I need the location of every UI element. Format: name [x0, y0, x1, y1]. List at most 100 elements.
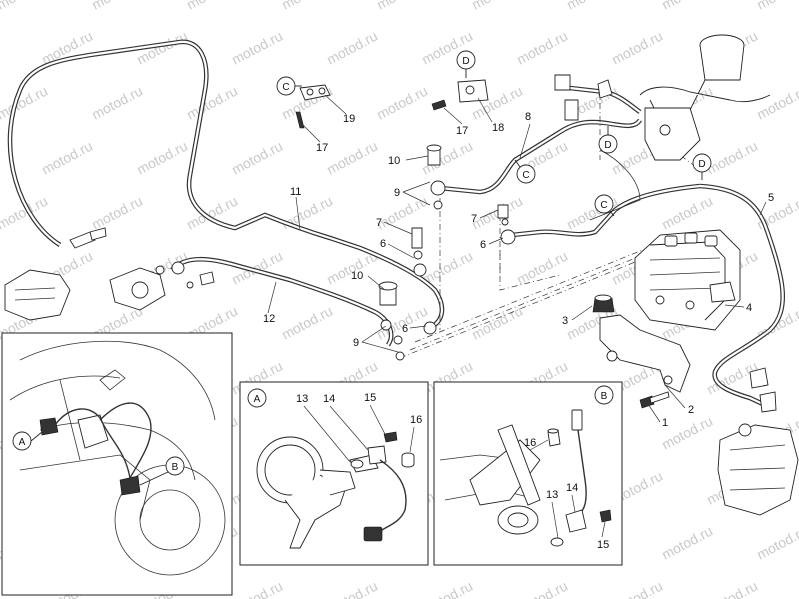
watermark-text: motod.ru [374, 0, 430, 13]
inset-rear-wheel-sensor [433, 381, 623, 566]
watermark-text: motod.ru [279, 193, 335, 233]
callout-9b: 9 [353, 337, 359, 349]
watermark-text: motod.ru [514, 578, 570, 599]
svg-text:D: D [462, 56, 469, 67]
callout-7a: 7 [376, 217, 382, 229]
bolt-1 [639, 391, 670, 409]
watermark-text: motod.ru [279, 303, 335, 343]
callout-10b: 10 [351, 270, 363, 282]
inset-bike-overview [1, 332, 233, 596]
callout-13a: 13 [296, 393, 308, 405]
callout-5: 5 [768, 192, 774, 204]
abs-modulator [634, 229, 741, 331]
marker-c-top: C [276, 76, 302, 96]
callout-10a: 10 [388, 155, 400, 167]
fittings [378, 74, 613, 361]
callout-6a: 6 [380, 238, 386, 250]
marker-a-bike: A [12, 431, 43, 451]
abs-bracket [592, 294, 691, 393]
watermark-text: motod.ru [469, 303, 525, 343]
watermark-text: motod.ru [704, 138, 760, 178]
watermark-text: motod.ru [229, 28, 285, 68]
svg-text:B: B [601, 391, 608, 402]
callout-11: 11 [290, 186, 301, 198]
watermark-text: motod.ru [609, 578, 665, 599]
watermark-text: motod.ru [374, 83, 430, 123]
inset-front-wheel-sensor [239, 381, 429, 566]
callout-3: 3 [562, 315, 568, 327]
callout-6b: 6 [402, 323, 408, 335]
watermark-text: motod.ru [134, 138, 190, 178]
watermark-text: motod.ru [469, 193, 525, 233]
watermark-text: motod.ru [89, 193, 145, 233]
watermark-text: motod.ru [419, 578, 475, 599]
svg-text:D: D [604, 140, 611, 151]
watermark-text: motod.ru [754, 83, 799, 123]
callout-13b: 13 [546, 489, 558, 501]
watermark-text: motod.ru [279, 0, 335, 13]
watermark-text: motod.ru [89, 0, 145, 13]
svg-text:C: C [282, 82, 289, 93]
callout-15b: 15 [597, 539, 609, 551]
inset-leader-lines [303, 404, 606, 539]
watermark-text: motod.ru [704, 578, 760, 599]
callout-6c: 6 [480, 239, 486, 251]
callout-4: 4 [746, 302, 752, 314]
callout-18: 18 [492, 122, 504, 134]
callout-14a: 14 [323, 393, 335, 405]
marker-d-top: D [456, 50, 476, 78]
svg-text:B: B [172, 462, 179, 473]
svg-text:D: D [698, 159, 705, 170]
watermark-text: motod.ru [0, 0, 50, 13]
watermark-text: motod.ru [754, 0, 799, 13]
watermark-text: motod.ru [514, 28, 570, 68]
callout-9a: 9 [394, 187, 400, 199]
watermark-text: motod.ru [469, 0, 525, 13]
watermark-text: motod.ru [229, 578, 285, 599]
banjo-parts-top [295, 79, 489, 129]
watermark-text: motod.ru [184, 83, 240, 123]
callout-1: 1 [662, 417, 668, 429]
watermark-text: motod.ru [659, 523, 715, 563]
callout-16a: 16 [410, 414, 422, 426]
front-caliper-left [4, 227, 215, 321]
watermark-text: motod.ru [609, 28, 665, 68]
callout-16b: 16 [524, 437, 536, 449]
callout-14b: 14 [566, 482, 578, 494]
watermark-text: motod.ru [564, 0, 620, 13]
watermark-text: motod.ru [184, 0, 240, 13]
hose-11 [7, 39, 445, 331]
watermark-text: motod.ru [659, 193, 715, 233]
part-callouts: 1 2 3 4 5 6 6 6 7 7 8 9 9 10 10 11 12 13… [263, 111, 774, 551]
rear-caliper [717, 367, 799, 516]
marker-c-right: C [594, 194, 615, 217]
watermark-text: motod.ru [324, 28, 380, 68]
callout-12: 12 [263, 313, 275, 325]
watermark-text: motod.ru [419, 138, 475, 178]
svg-text:C: C [600, 200, 607, 211]
marker-b-panel: B [594, 385, 614, 405]
watermark-text: motod.ru [229, 138, 285, 178]
marker-d-mid: D [598, 126, 618, 154]
watermark-text: motod.ru [0, 193, 50, 233]
front-master-cylinder [589, 34, 771, 221]
marker-c-mid: C [514, 159, 536, 184]
callout-17a: 17 [316, 142, 328, 154]
leader-lines [267, 94, 767, 423]
watermark-text: motod.ru [39, 138, 95, 178]
watermark-text: motod.ru [374, 193, 430, 233]
marker-b-bike: B [139, 456, 185, 486]
reference-markers: C D C D D C A [12, 50, 712, 486]
callout-8: 8 [525, 111, 531, 123]
watermark-text: motod.ru [324, 578, 380, 599]
callout-17b: 17 [456, 125, 468, 137]
watermark-text: motod.ru [754, 523, 799, 563]
svg-text:A: A [254, 394, 261, 405]
svg-text:C: C [522, 170, 529, 181]
watermark-text: motod.ru [89, 83, 145, 123]
watermark-text: motod.ru [659, 0, 715, 13]
watermark-text: motod.ru [0, 83, 50, 123]
watermark-text: motod.ru [514, 248, 570, 288]
svg-text:A: A [19, 437, 26, 448]
